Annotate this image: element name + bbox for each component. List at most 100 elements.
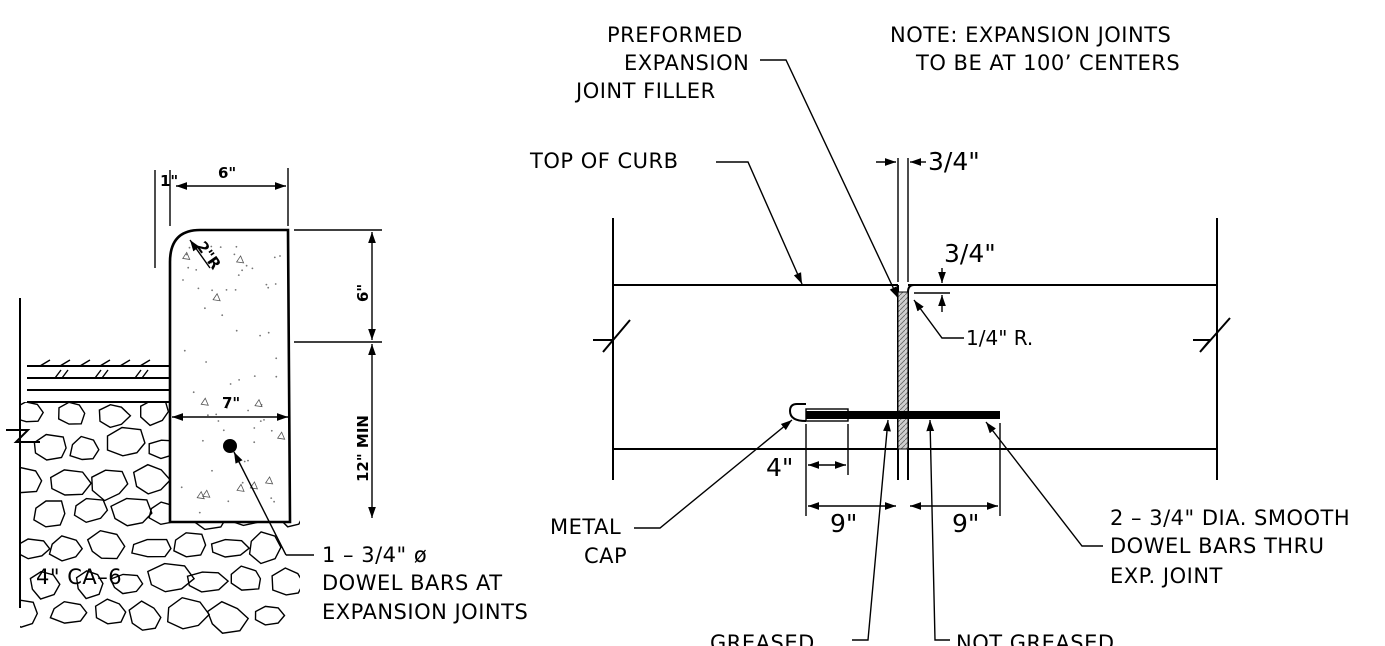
gravel-stone — [230, 565, 262, 591]
concrete-aggregate — [241, 269, 244, 272]
concrete-aggregate — [221, 314, 224, 317]
concrete-aggregate — [267, 286, 270, 289]
concrete-aggregate — [211, 289, 214, 292]
concrete-aggregate — [197, 287, 200, 290]
curb-outline — [168, 228, 292, 524]
gravel-stone — [210, 538, 251, 558]
gravel-stone — [69, 435, 100, 461]
concrete-aggregate — [273, 500, 275, 503]
gravel-stone — [33, 500, 66, 528]
metal-cap-label-line1: METAL — [550, 515, 621, 539]
gravel-stone — [248, 531, 282, 565]
gravel-stone — [75, 570, 104, 600]
gravel-stone — [20, 466, 43, 494]
concrete-aggregate — [253, 375, 256, 377]
joint-elevation: NOTE: EXPANSION JOINTS TO BE AT 100’ CEN… — [529, 23, 1350, 646]
gravel-stone — [106, 426, 146, 457]
concrete-aggregate — [182, 251, 191, 260]
cap-length-dim: 4" — [766, 453, 793, 482]
concrete-aggregate — [195, 269, 198, 271]
gravel-stone — [146, 562, 196, 593]
concrete-aggregate — [222, 429, 225, 432]
gravel-stone — [186, 571, 230, 593]
gravel-stone — [33, 433, 67, 461]
gravel-stone — [192, 504, 228, 531]
curb-depth-lower-dim: 12" MIN — [354, 415, 372, 482]
gravel-base-hatch — [20, 402, 300, 634]
dowel-bar-section — [223, 439, 237, 453]
concrete-aggregate — [253, 441, 256, 444]
concrete-aggregate — [207, 414, 209, 417]
concrete-aggregate — [279, 255, 281, 257]
concrete-aggregate — [273, 256, 276, 259]
concrete-aggregate — [235, 329, 238, 332]
concrete-aggregate — [267, 331, 270, 334]
gravel-stone — [98, 403, 132, 429]
concrete-aggregate — [217, 420, 220, 422]
note-line2: TO BE AT 100’ CENTERS — [915, 51, 1180, 75]
concrete-aggregate — [236, 483, 245, 492]
concrete-aggregate — [204, 307, 206, 310]
concrete-aggregate — [275, 357, 278, 360]
curb-base-width-dim: 7" — [222, 394, 240, 412]
gravel-stone — [230, 430, 266, 452]
gravel-stone — [20, 599, 39, 628]
gravel-stone — [73, 497, 109, 524]
gravel-stone — [49, 469, 92, 496]
gravel-stone — [109, 573, 144, 595]
concrete-aggregate — [237, 274, 240, 276]
curb-cross-section: 4" CA–6 1" 6" 2"R 6" 12" MIN 7" 1 – 3/4"… — [6, 164, 528, 634]
concrete-aggregate — [245, 264, 248, 267]
concrete-aggregate — [275, 375, 278, 378]
concrete-aggregate — [215, 413, 218, 416]
edge-radius-dim: 1/4" R. — [966, 326, 1033, 350]
gravel-stone — [254, 605, 286, 626]
concrete-aggregate — [235, 245, 238, 248]
concrete-stipple — [180, 245, 286, 514]
top-of-curb-label: TOP OF CURB — [529, 149, 679, 173]
concrete-aggregate — [233, 253, 236, 256]
gravel-stone — [131, 538, 172, 558]
concrete-aggregate — [251, 267, 254, 270]
note-line1: NOTE: EXPANSION JOINTS — [890, 23, 1171, 47]
gravel-stone — [128, 600, 162, 631]
concrete-aggregate — [247, 459, 249, 462]
concrete-aggregate — [187, 266, 190, 269]
gravel-stone — [173, 532, 207, 558]
concrete-aggregate — [247, 409, 250, 412]
metal-cap-sleeve — [805, 408, 849, 422]
filler-label-line3: JOINT FILLER — [574, 79, 716, 103]
dowel-bar — [806, 411, 1000, 419]
concrete-aggregate — [196, 490, 205, 500]
filler-label-line1: PREFORMED — [607, 23, 743, 47]
concrete-aggregate — [243, 460, 246, 463]
gravel-stone — [206, 600, 250, 634]
gravel-stone — [132, 463, 172, 495]
concrete-aggregate — [227, 500, 230, 503]
concrete-aggregate — [274, 283, 277, 285]
concrete-aggregate — [185, 253, 188, 256]
gravel-stone — [49, 600, 88, 624]
concrete-aggregate — [202, 439, 204, 442]
concrete-aggregate — [263, 419, 265, 421]
dowel-right-line1: 2 – 3/4" DIA. SMOOTH — [1110, 506, 1350, 530]
dowel-right-line2: DOWEL BARS THRU — [1110, 534, 1325, 558]
concrete-aggregate — [270, 497, 273, 499]
concrete-aggregate — [205, 361, 208, 363]
concrete-aggregate — [259, 334, 261, 337]
concrete-aggregate — [259, 420, 262, 422]
concrete-aggregate — [210, 261, 213, 264]
concrete-aggregate — [198, 511, 201, 514]
gravel-stone — [166, 596, 211, 630]
concrete-aggregate — [270, 429, 273, 432]
concrete-aggregate — [249, 481, 259, 490]
concrete-aggregate — [180, 486, 183, 489]
batter-dim: 1" — [160, 172, 178, 190]
concrete-aggregate — [210, 245, 213, 248]
gravel-stone — [259, 471, 289, 492]
concrete-aggregate — [265, 283, 268, 286]
gravel-stone — [140, 402, 170, 427]
dowel-left-line1: 1 – 3/4" ø — [322, 543, 427, 567]
gravel-stone — [48, 535, 84, 562]
concrete-aggregate — [200, 397, 209, 406]
